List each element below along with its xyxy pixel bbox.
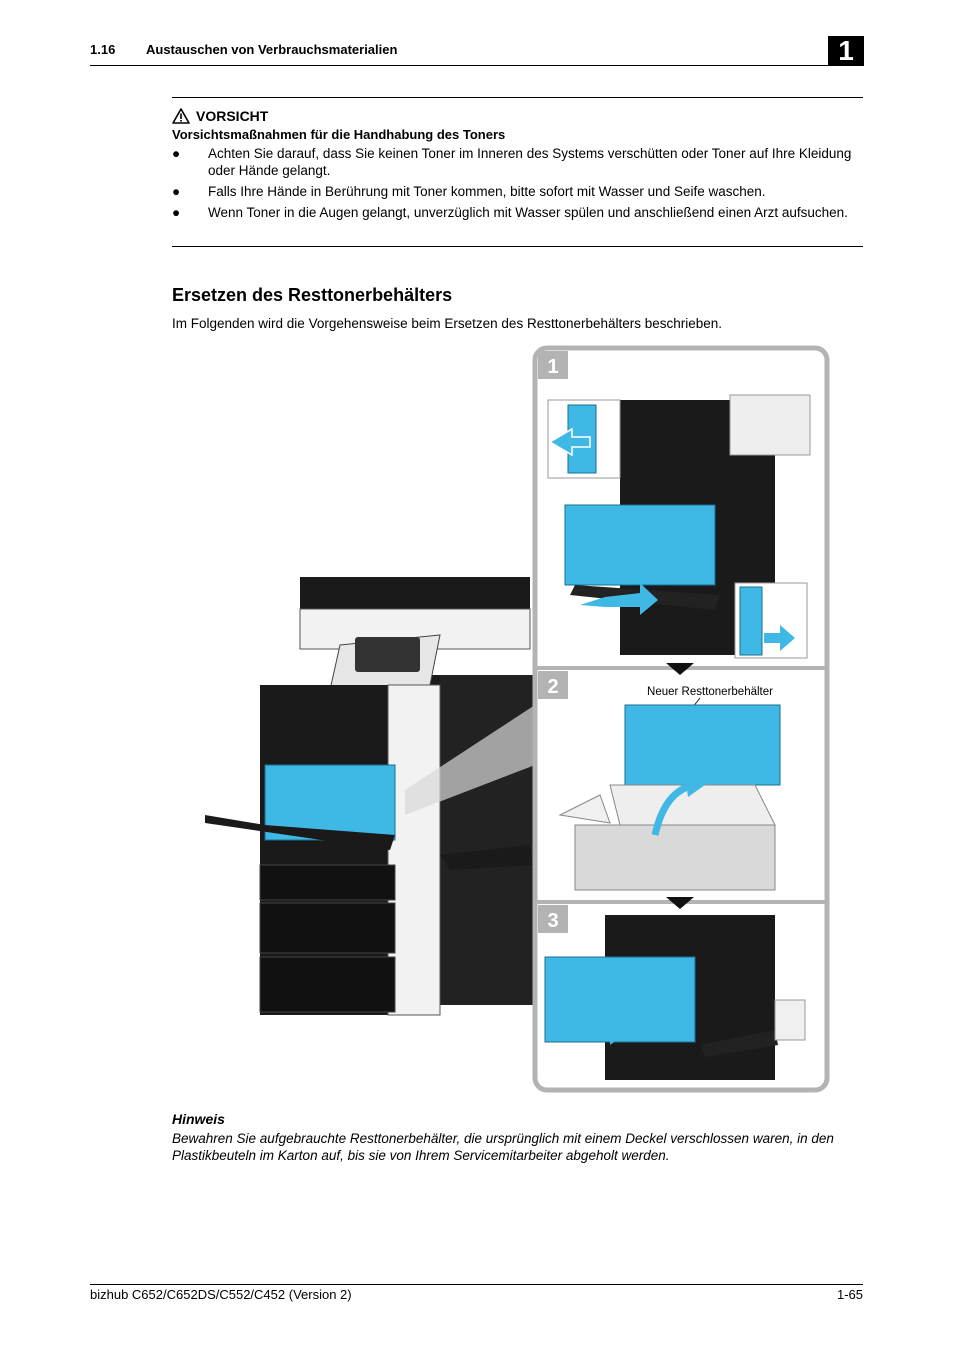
footer-rule — [90, 1284, 863, 1285]
section-heading: Ersetzen des Resttonerbehälters — [172, 285, 453, 305]
caution-title: VORSICHT — [172, 108, 268, 124]
chapter-badge: 1 — [828, 36, 864, 66]
section-number: 1.16 — [90, 42, 116, 57]
header-rule — [90, 65, 863, 66]
caution-list: ●Achten Sie darauf, dass Sie keinen Tone… — [172, 145, 863, 225]
svg-text:2: 2 — [547, 676, 558, 698]
warning-triangle-icon — [172, 108, 190, 124]
section-title: Austauschen von Verbrauchsmaterialien — [146, 42, 398, 57]
list-item: ●Falls Ihre Hände in Berührung mit Toner… — [172, 184, 766, 199]
svg-text:3: 3 — [547, 910, 558, 932]
replacement-illustration: 1 2 3 Neuer Resttonerbehälter — [205, 345, 830, 1093]
list-item: ●Achten Sie darauf, dass Sie keinen Tone… — [172, 146, 852, 178]
caution-title-text: VORSICHT — [196, 108, 269, 124]
list-item: ●Wenn Toner in die Augen gelangt, unverz… — [172, 205, 848, 220]
note-title: Hinweis — [172, 1111, 225, 1127]
intro-text: Im Folgenden wird die Vorgehensweise bei… — [172, 316, 723, 331]
step-3-image — [544, 915, 806, 1080]
caution-subtitle: Vorsichtsmaßnahmen für die Handhabung de… — [172, 127, 506, 142]
running-header: 1.16 Austauschen von Verbrauchsmaterialie… — [90, 42, 397, 57]
caution-top-rule — [172, 97, 863, 98]
step-badge — [538, 905, 568, 933]
footer-page-number: 1-65 — [836, 1287, 863, 1302]
printer-machine — [205, 577, 540, 1016]
zoom-guide — [405, 705, 535, 815]
step-badge — [538, 351, 568, 379]
note-text: Bewahren Sie aufgebrauchte Resttonerbehä… — [172, 1131, 834, 1163]
step-2-image: Neuer Resttonerbehälter — [558, 686, 781, 891]
step-arrow-icon — [666, 897, 694, 909]
footer-model: bizhub C652/C652DS/C552/C452 (Version 2) — [90, 1287, 352, 1302]
step-badge — [538, 671, 568, 699]
caution-bottom-rule — [172, 246, 863, 247]
step-arrow-icon — [666, 663, 694, 675]
callout-label: Neuer Resttonerbehälter — [647, 686, 773, 698]
svg-text:1: 1 — [547, 356, 558, 378]
step-1-image — [547, 394, 811, 659]
